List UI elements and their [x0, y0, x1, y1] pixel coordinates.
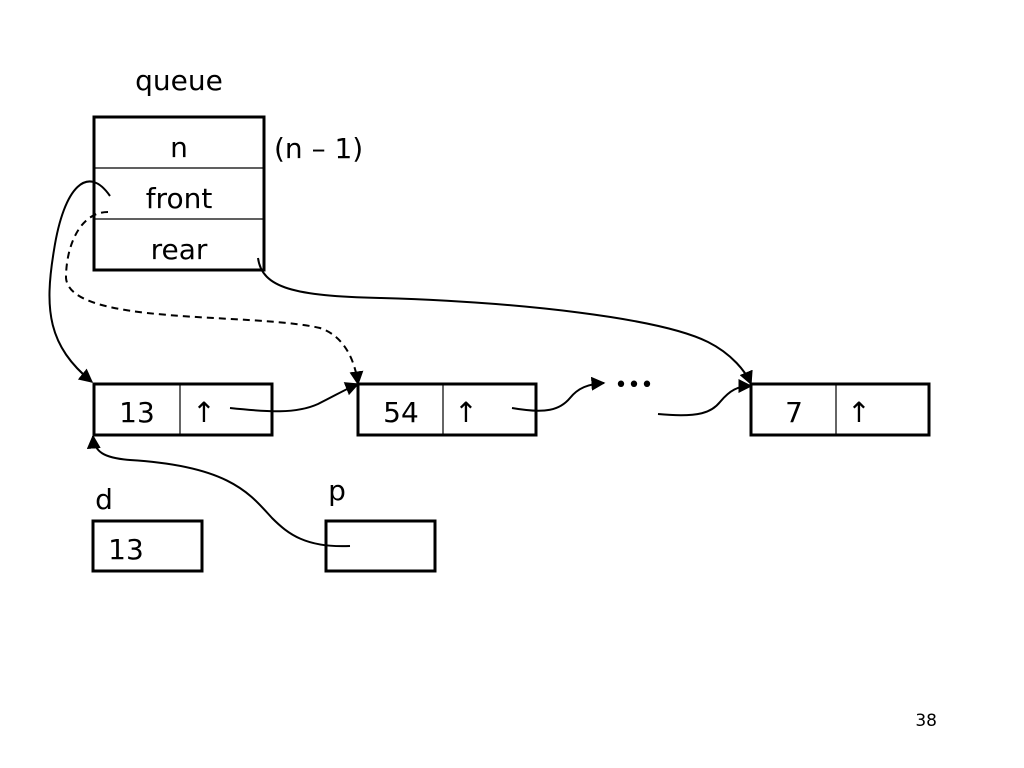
node-1-pointer: ↑ [192, 396, 215, 429]
queue-field-rear: rear [151, 233, 208, 266]
ellipsis-to-node-3-arrow [657, 379, 753, 417]
node-3-pointer: ↑ [847, 396, 870, 429]
node-2-value: 54 [383, 396, 419, 429]
queue-title: queue [135, 64, 223, 97]
node-2-pointer: ↑ [454, 396, 477, 429]
queue-field-n: n [170, 131, 188, 164]
variable-d-value: 13 [108, 533, 144, 566]
node-1-value: 13 [119, 396, 155, 429]
variable-p-label: p [328, 474, 346, 507]
queue-field-front: front [146, 182, 213, 215]
rear-to-node-3-arrow [257, 257, 753, 386]
ellipsis: ••• [615, 373, 654, 398]
variable-d-label: d [95, 483, 113, 516]
node-1-to-node-2-arrow [229, 382, 360, 413]
page-number: 38 [915, 711, 937, 731]
queue-record [92, 115, 266, 272]
n-annotation: (n – 1) [274, 132, 363, 165]
node-2-to-ellipsis-arrow [511, 376, 606, 412]
node-2 [356, 382, 538, 437]
front-to-node-2-dashed-arrow [64, 211, 364, 386]
p-to-node-1-arrow [86, 434, 351, 548]
node-3-value: 7 [785, 396, 803, 429]
node-3 [749, 382, 931, 437]
front-to-node-1-arrow [48, 180, 111, 383]
variable-d-box [91, 519, 204, 573]
